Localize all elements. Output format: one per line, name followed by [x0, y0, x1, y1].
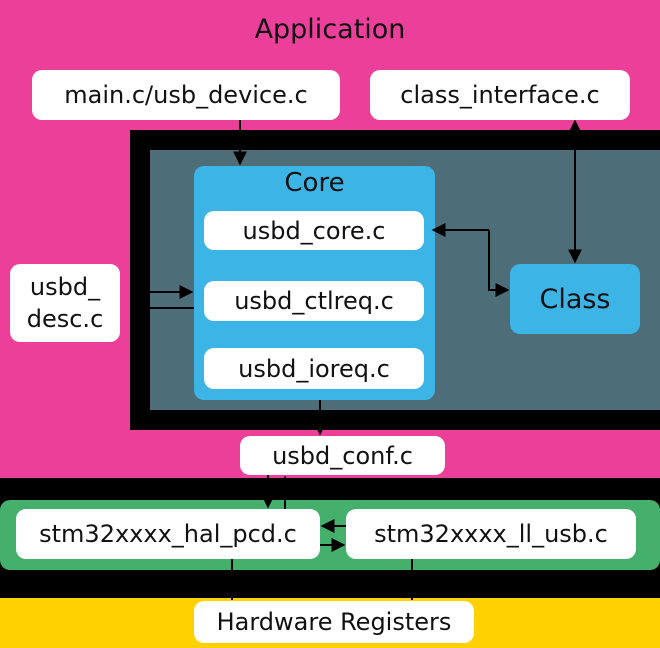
usbd-desc-box: usbd_ desc.c — [10, 264, 120, 342]
hardware-registers-box: Hardware Registers — [194, 601, 474, 643]
usbd-ctlreq-box: usbd_ctlreq.c — [204, 281, 424, 321]
core-title: Core — [284, 168, 345, 198]
application-title: Application — [254, 14, 406, 45]
usbd-ioreq-box: usbd_ioreq.c — [204, 348, 424, 389]
usbd-conf-box: usbd_conf.c — [240, 436, 445, 475]
main-usb-device-box: main.c/usb_device.c — [32, 70, 340, 120]
class-interface-box: class_interface.c — [370, 70, 630, 120]
usbd-desc-line1: usbd_ — [29, 273, 101, 301]
class-box: Class — [510, 264, 640, 334]
ll-usb-box: stm32xxxx_ll_usb.c — [346, 509, 636, 559]
usbd-desc-line2: desc.c — [26, 305, 104, 333]
usbd-core-box: usbd_core.c — [204, 211, 424, 250]
hal-pcd-box: stm32xxxx_hal_pcd.c — [16, 509, 320, 559]
